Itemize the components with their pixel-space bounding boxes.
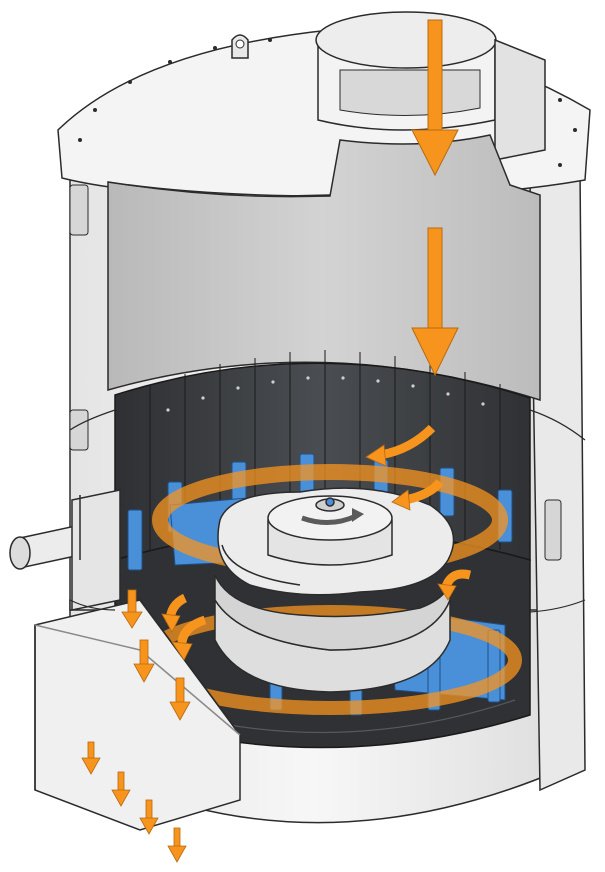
lifting-eye bbox=[231, 34, 249, 59]
shell-rims bbox=[69, 409, 586, 613]
latch-clamps bbox=[69, 184, 562, 561]
orange-arrow-icon bbox=[411, 227, 459, 377]
discharge-hopper bbox=[34, 599, 241, 831]
rotor-stack bbox=[214, 487, 455, 693]
orange-arrow-icon bbox=[411, 19, 459, 177]
orange-arrow-icon bbox=[81, 741, 187, 863]
rotation-arrow-icon bbox=[301, 508, 364, 525]
side-discharge-pipe bbox=[9, 489, 121, 611]
flow-arrows bbox=[81, 19, 472, 863]
orange-arrow-icon bbox=[121, 589, 191, 721]
feed-inlet-chute bbox=[315, 11, 546, 161]
